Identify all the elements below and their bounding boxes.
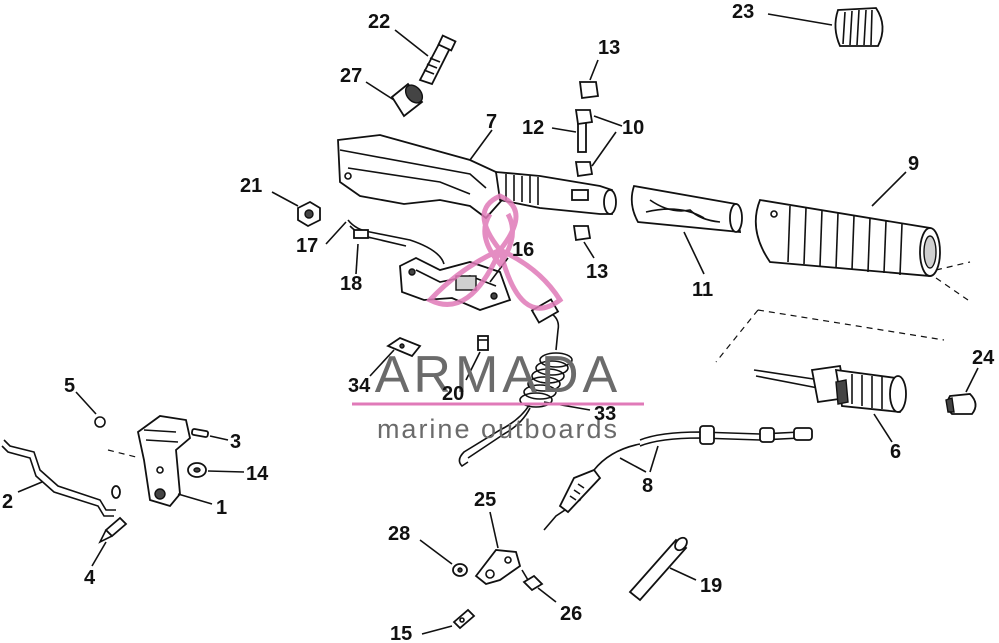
callout-1: 1 (216, 497, 227, 519)
part-11-grip-insert (630, 184, 743, 234)
leader-20 (465, 351, 481, 381)
part-13-top-nut (578, 81, 600, 100)
leader-13b (583, 241, 595, 259)
part-34-clip (386, 336, 422, 358)
callout-12: 12 (522, 117, 544, 139)
callout-34: 34 (348, 375, 371, 397)
dash-1 (107, 449, 141, 459)
callout-19: 19 (700, 575, 722, 597)
part-28-washer (452, 563, 468, 577)
leader-25 (489, 511, 499, 549)
part-23-collar (834, 7, 884, 47)
callout-10: 10 (622, 117, 644, 139)
callout-16: 16 (512, 239, 534, 261)
leader-10a (593, 115, 623, 127)
watermark-brand: ARMADA (375, 346, 621, 404)
part-14-washer (187, 462, 207, 478)
callout-13-bottom: 13 (586, 261, 608, 283)
part-26-screw (521, 569, 544, 592)
leader-34 (369, 349, 395, 377)
part-16-stop-switch (399, 256, 512, 311)
leader-7 (469, 129, 493, 161)
callout-14: 14 (246, 463, 269, 485)
callout-17: 17 (296, 235, 318, 257)
leader-12 (551, 127, 577, 133)
leader-26 (537, 587, 557, 603)
leader-6 (873, 413, 893, 443)
alignment-lines (715, 261, 971, 363)
leader-13a (589, 59, 599, 81)
leader-5 (75, 391, 97, 415)
leader-9 (871, 171, 907, 207)
part-22-bolt (418, 34, 457, 86)
leader-1 (177, 493, 213, 505)
callout-2: 2 (2, 491, 13, 513)
part-1-bracket (136, 415, 191, 508)
callout-6: 6 (890, 441, 901, 463)
part-19-pin (628, 536, 688, 602)
callout-9: 9 (908, 153, 919, 175)
leader-19 (669, 567, 697, 581)
callout-26: 26 (560, 603, 582, 625)
leader-27 (365, 81, 395, 101)
leader-8b (649, 445, 659, 473)
callout-21: 21 (240, 175, 262, 197)
leader-4 (91, 541, 107, 567)
leader-24 (965, 367, 979, 393)
callout-15: 15 (390, 623, 412, 643)
callout-25: 25 (474, 489, 496, 511)
leader-21 (271, 191, 299, 207)
part-2-rod (1, 439, 121, 517)
callout-3: 3 (230, 431, 241, 453)
part-6-throttle-shaft (753, 364, 907, 413)
leader-11 (683, 231, 705, 275)
callout-4: 4 (84, 567, 96, 589)
part-25-link (474, 549, 522, 585)
part-27-bushing (390, 82, 424, 118)
part-8-throttle-cable (543, 425, 813, 531)
leader-23 (767, 13, 833, 26)
callout-28: 28 (388, 523, 410, 545)
leader-22 (394, 29, 429, 57)
leader-15 (421, 625, 453, 635)
part-12-pin (574, 109, 594, 178)
callout-20: 20 (442, 383, 464, 405)
watermark-logo (425, 193, 564, 311)
part-20-screw (477, 335, 489, 351)
part-4-screw (98, 516, 128, 544)
callout-8: 8 (642, 475, 653, 497)
leader-3 (209, 435, 229, 441)
callout-33: 33 (594, 403, 616, 425)
leader-8a (619, 457, 647, 473)
callout-13-top: 13 (598, 37, 620, 59)
part-7-steering-bracket (337, 134, 617, 220)
part-13-bottom-nut (572, 225, 592, 242)
part-9-twist-grip (754, 198, 941, 277)
leader-14 (207, 470, 245, 473)
leader-28 (419, 539, 453, 565)
callout-22: 22 (368, 11, 390, 33)
leader-10b (591, 131, 617, 167)
watermark-tagline: marine outboards (377, 414, 619, 444)
leader-2 (17, 481, 43, 493)
callout-5: 5 (64, 375, 75, 397)
part-17-18-stop-cable (347, 219, 445, 265)
callout-27: 27 (340, 65, 362, 87)
callout-7: 7 (486, 111, 497, 133)
callout-18: 18 (340, 273, 362, 295)
callout-23: 23 (732, 1, 754, 23)
leader-18 (355, 243, 359, 275)
part-3-pin (191, 428, 209, 438)
callout-24: 24 (972, 347, 995, 369)
part-24-cap (945, 393, 977, 415)
part-21-nut (297, 200, 321, 228)
callout-11: 11 (692, 279, 713, 301)
leader-17 (325, 221, 347, 245)
part-5-clip (94, 416, 106, 428)
part-15-screw (452, 608, 476, 630)
